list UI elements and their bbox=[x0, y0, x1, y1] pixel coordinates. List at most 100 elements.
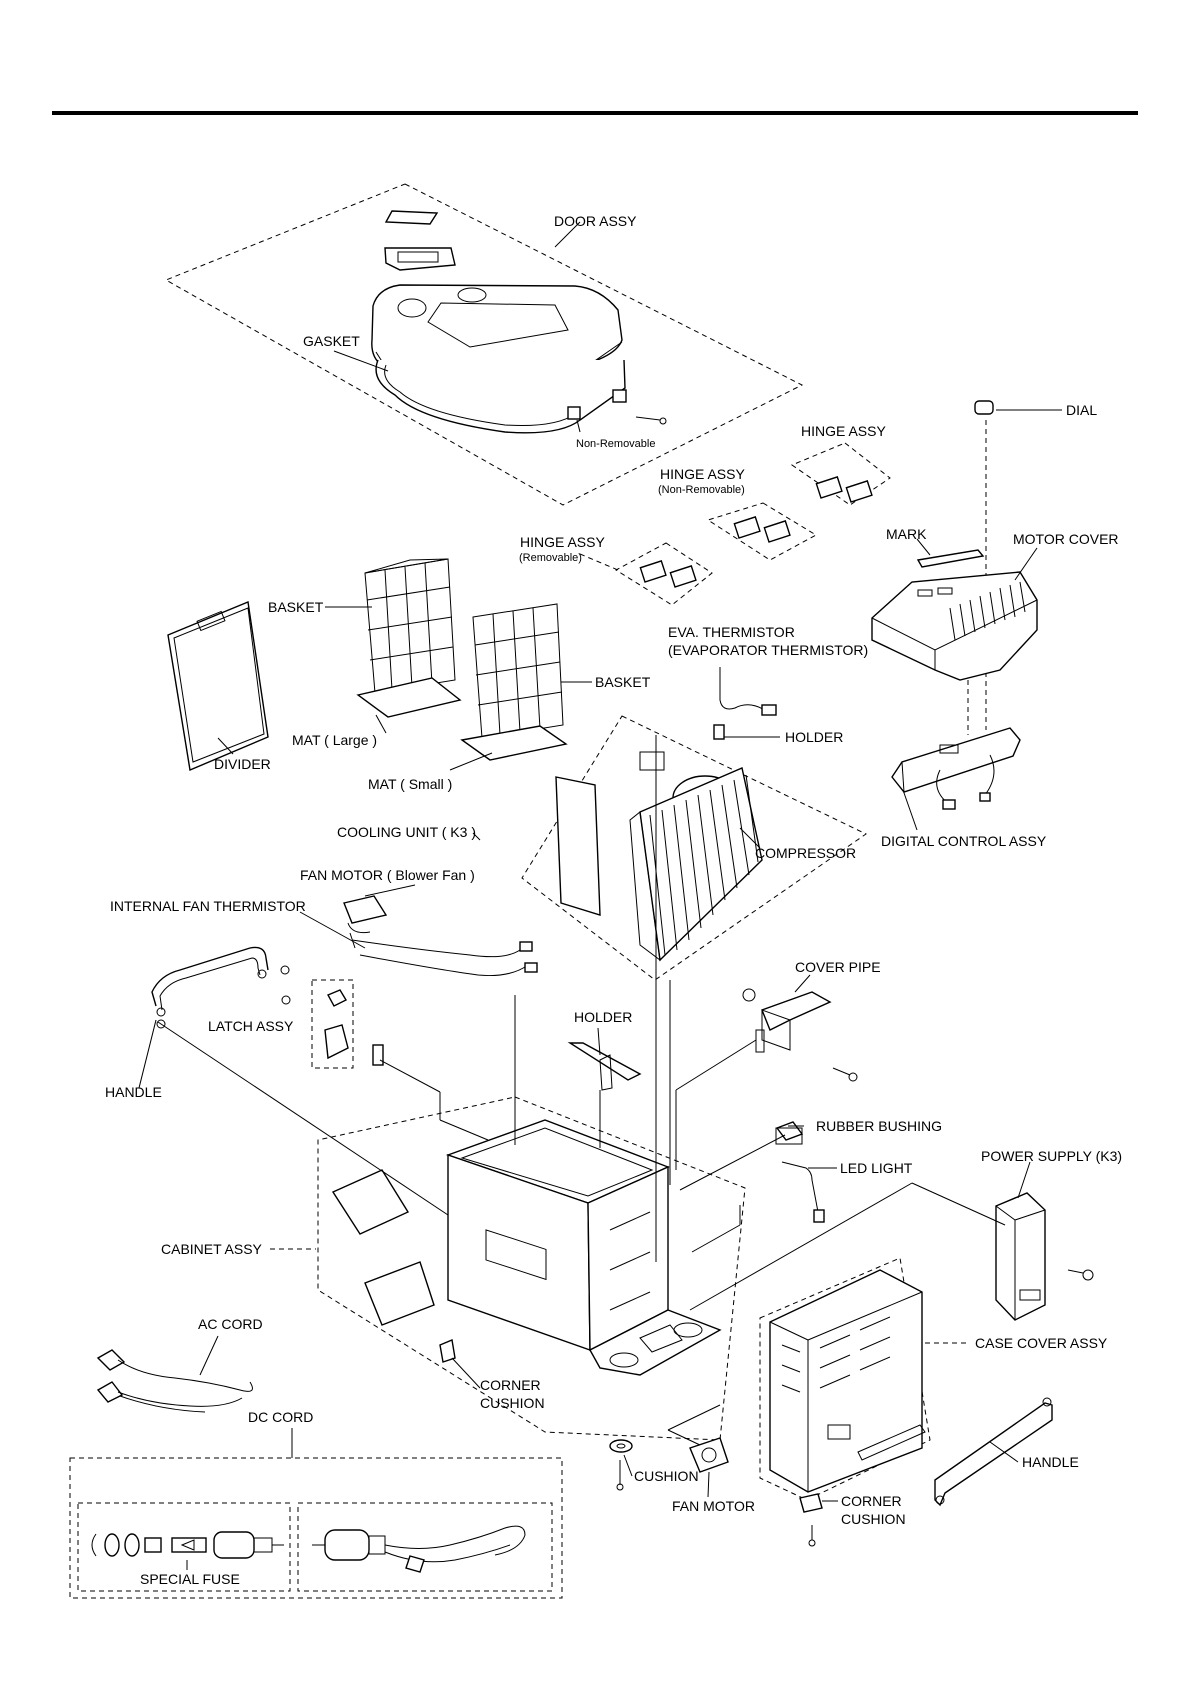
label-mat-large: MAT ( Large ) bbox=[292, 732, 377, 748]
basket-small-part bbox=[460, 603, 568, 761]
case-cover-assy-boundary bbox=[759, 1257, 931, 1501]
label-handle-2: HANDLE bbox=[1022, 1454, 1079, 1470]
ac-cord-leader bbox=[199, 1335, 219, 1376]
hinge-assy-non-removable bbox=[706, 502, 818, 561]
label-special-fuse: SPECIAL FUSE bbox=[140, 1571, 240, 1587]
label-basket-2: BASKET bbox=[595, 674, 651, 690]
label-fan-motor-blower: FAN MOTOR ( Blower Fan ) bbox=[300, 867, 475, 883]
label-non-removable: Non-Removable bbox=[576, 438, 655, 450]
digital-control-leader bbox=[902, 789, 918, 831]
label-corner-cushion-2b: CUSHION bbox=[841, 1511, 906, 1527]
hinge-left-leader bbox=[579, 553, 619, 571]
label-hinge-assy-mid-sub: (Non-Removable) bbox=[658, 484, 745, 496]
holder-2-part bbox=[567, 1042, 642, 1091]
label-eva-thermistor-full: (EVAPORATOR THERMISTOR) bbox=[668, 642, 868, 658]
case-cover-assy-part bbox=[769, 1269, 926, 1493]
fan-motor-leader bbox=[707, 1471, 710, 1498]
label-dc-cord: DC CORD bbox=[248, 1409, 313, 1425]
corner-cushion-2-part bbox=[799, 1493, 823, 1547]
mark-leader bbox=[916, 538, 931, 556]
motor-cover-part bbox=[871, 571, 1038, 681]
cooling-unit-leader bbox=[472, 832, 481, 841]
handle-left-part bbox=[151, 946, 269, 1029]
label-latch-assy: LATCH ASSY bbox=[208, 1018, 294, 1034]
label-dial: DIAL bbox=[1066, 402, 1097, 418]
cover-pipe-part bbox=[742, 988, 858, 1082]
label-basket-1: BASKET bbox=[268, 599, 324, 615]
label-hinge-assy-left-sub: (Removable) bbox=[519, 552, 582, 564]
gasket-leader bbox=[333, 350, 389, 372]
led-light-part bbox=[781, 1161, 825, 1223]
label-door-assy: DOOR ASSY bbox=[554, 213, 637, 229]
mat-small-leader bbox=[449, 752, 493, 771]
label-internal-fan-thermistor: INTERNAL FAN THERMISTOR bbox=[110, 898, 306, 914]
special-fuse-boundary bbox=[77, 1502, 291, 1592]
cooling-unit-boundary bbox=[521, 715, 867, 981]
basket-large-part bbox=[356, 558, 462, 718]
door-assy-leader bbox=[554, 221, 581, 248]
label-eva-thermistor: EVA. THERMISTOR bbox=[668, 624, 795, 640]
label-cabinet-assy: CABINET ASSY bbox=[161, 1241, 263, 1257]
compressor-leader bbox=[739, 827, 761, 849]
ac-cord-part bbox=[96, 1349, 253, 1413]
door-assy-boundary bbox=[164, 183, 804, 506]
label-corner-cushion-1a: CORNER bbox=[480, 1377, 541, 1393]
dial-part bbox=[974, 400, 994, 730]
divider-part bbox=[167, 601, 269, 771]
hinge-assy-removable bbox=[615, 542, 713, 606]
label-corner-cushion-2a: CORNER bbox=[841, 1493, 902, 1509]
label-mark: MARK bbox=[886, 526, 927, 542]
assembly-connection-lines bbox=[157, 735, 1006, 1446]
label-case-cover-assy: CASE COVER ASSY bbox=[975, 1335, 1108, 1351]
power-supply-leader bbox=[1017, 1161, 1031, 1199]
hinge-assy-right bbox=[790, 442, 891, 506]
label-hinge-assy-left: HINGE ASSY bbox=[520, 534, 605, 550]
label-handle-1: HANDLE bbox=[105, 1084, 162, 1100]
cooling-unit-part bbox=[555, 751, 763, 962]
label-holder-2: HOLDER bbox=[574, 1009, 632, 1025]
label-cooling-unit: COOLING UNIT ( K3 ) bbox=[337, 824, 476, 840]
label-corner-cushion-1b: CUSHION bbox=[480, 1395, 545, 1411]
digital-control-assy-part bbox=[891, 680, 1021, 810]
cabinet-assy-part bbox=[331, 1119, 722, 1376]
internal-fan-thermistor-leader bbox=[299, 911, 366, 949]
label-gasket: GASKET bbox=[303, 333, 360, 349]
label-hinge-assy-mid: HINGE ASSY bbox=[660, 466, 745, 482]
label-hinge-assy-right: HINGE ASSY bbox=[801, 423, 886, 439]
label-led-light: LED LIGHT bbox=[840, 1160, 913, 1176]
dc-cord-plug-boundary bbox=[297, 1502, 553, 1592]
cushion-part bbox=[609, 1439, 633, 1491]
eva-thermistor-part bbox=[713, 667, 777, 740]
dc-cord-plug-part bbox=[312, 1525, 526, 1573]
rubber-bushing-part bbox=[775, 1121, 804, 1145]
handle-right-part bbox=[934, 1397, 1053, 1507]
special-fuse-part bbox=[91, 1531, 284, 1559]
label-cover-pipe: COVER PIPE bbox=[795, 959, 881, 975]
holder-2-leader bbox=[597, 1027, 601, 1056]
label-cushion: CUSHION bbox=[634, 1468, 699, 1484]
label-fan-motor: FAN MOTOR bbox=[672, 1498, 755, 1514]
label-divider: DIVIDER bbox=[214, 756, 271, 772]
cabinet-assy-boundary bbox=[317, 1096, 746, 1441]
divider-leader bbox=[217, 737, 234, 755]
mat-large-leader bbox=[375, 714, 387, 734]
cover-pipe-leader bbox=[794, 974, 811, 993]
handle-2-leader bbox=[989, 1441, 1019, 1463]
handle-1-leader bbox=[138, 1019, 157, 1089]
label-rubber-bushing: RUBBER BUSHING bbox=[816, 1118, 942, 1134]
door-assy-drawing bbox=[371, 210, 667, 434]
power-supply-part bbox=[995, 1192, 1094, 1321]
cushion-leader bbox=[623, 1454, 633, 1477]
label-power-supply: POWER SUPPLY (K3) bbox=[981, 1148, 1122, 1164]
label-ac-cord: AC CORD bbox=[198, 1316, 263, 1332]
fan-motor-blower-part bbox=[343, 895, 538, 976]
latch-assy-part bbox=[280, 965, 384, 1069]
motor-cover-leader bbox=[1014, 547, 1038, 581]
label-mat-small: MAT ( Small ) bbox=[368, 776, 452, 792]
fan-motor-part bbox=[689, 1437, 729, 1473]
label-compressor: COMPRESSOR bbox=[755, 845, 856, 861]
corner-cushion-1-leader bbox=[451, 1357, 481, 1389]
label-motor-cover: MOTOR COVER bbox=[1013, 531, 1119, 547]
label-digital-control-assy: DIGITAL CONTROL ASSY bbox=[881, 833, 1047, 849]
